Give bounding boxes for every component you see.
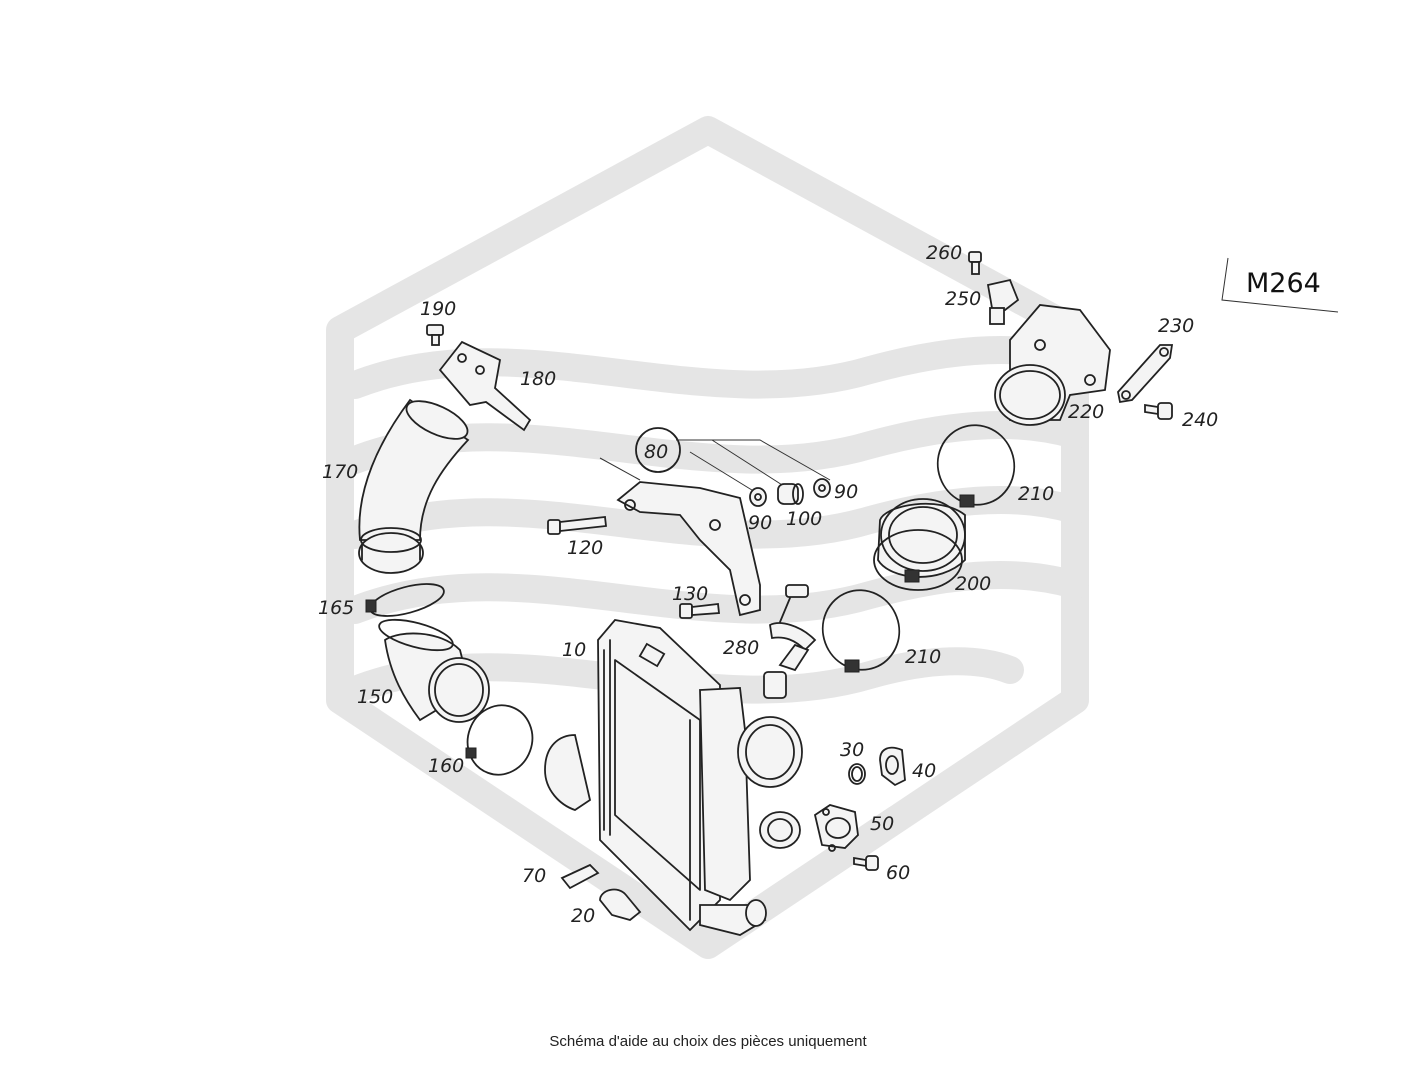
clamp-160 [465,704,534,776]
callout-labels: 190 180 170 165 150 160 80 90 100 90 120… [318,242,1218,927]
sensor-250 [986,278,1020,325]
clip-70 [560,863,600,890]
clamp-210-upper [936,424,1016,508]
callout-40: 40 [912,760,936,782]
callout-60: 60 [886,862,910,884]
bracket-180 [438,340,532,432]
callout-120: 120 [567,537,603,559]
seal-30 [848,763,866,785]
callout-165: 165 [318,597,354,619]
support-bracket-80 [599,427,831,617]
bushing-100 [777,483,804,505]
callout-90b: 90 [834,481,858,503]
callout-130: 130 [672,583,708,605]
callout-90a: 90 [748,512,772,534]
callout-30: 30 [840,739,864,761]
washer-90a [749,487,767,507]
bolt-130 [679,603,720,619]
engine-code-box: M264 [1221,257,1339,313]
callout-180: 180 [520,368,556,390]
clamp-165 [365,583,445,617]
callout-10: 10 [562,639,586,661]
callout-50: 50 [870,813,894,835]
callout-100: 100 [786,508,822,530]
engine-code: M264 [1246,268,1321,299]
callout-210a: 210 [1018,483,1054,505]
clamp-210-lower [821,589,901,673]
valve-50 [813,804,859,852]
callout-210b: 210 [905,646,941,668]
callout-80: 80 [644,441,668,463]
callout-250: 250 [945,288,981,310]
bolt-260 [968,251,982,275]
elbow-220 [994,304,1111,426]
callout-260: 260 [926,242,962,264]
bolt-240 [1144,402,1173,420]
bolt-190 [426,324,444,346]
bracket-230 [1117,344,1174,404]
hose-150 [378,618,490,723]
washer-90b [813,478,831,498]
charge-air-pipe-170 [358,398,470,574]
callout-160: 160 [428,755,464,777]
hose-280 [763,584,817,699]
callout-20: 20 [571,905,595,927]
callout-220: 220 [1068,401,1104,423]
callout-150: 150 [357,686,393,708]
intercooler-10 [544,619,803,936]
callout-170: 170 [322,461,358,483]
bolt-120 [547,516,607,535]
callout-190: 190 [420,298,456,320]
hose-200 [873,498,966,591]
callout-70: 70 [522,865,546,887]
callout-280: 280 [723,637,759,659]
callout-230: 230 [1158,315,1194,337]
callout-240: 240 [1182,409,1218,431]
bolt-60 [853,855,879,871]
caption: Schéma d'aide au choix des pièces unique… [549,1033,867,1050]
clip-20 [599,888,642,921]
sensor-40 [879,746,906,787]
callout-200: 200 [955,573,991,595]
